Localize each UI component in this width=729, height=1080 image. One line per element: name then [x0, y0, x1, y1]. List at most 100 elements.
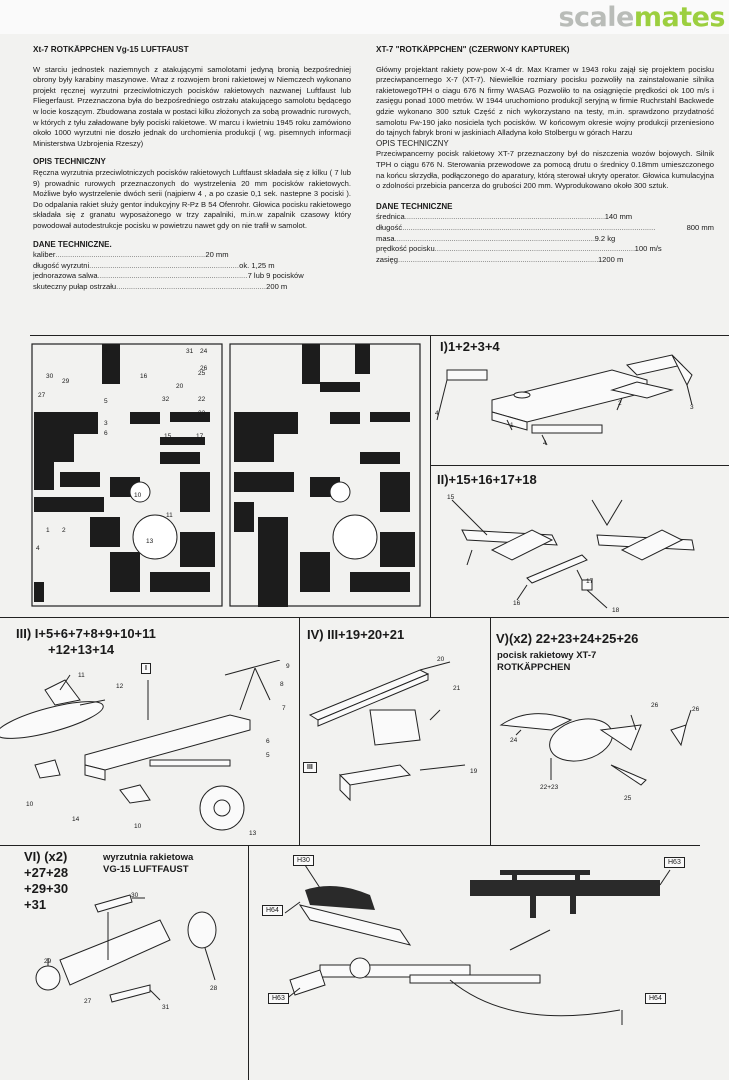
spec-dots: ........................................…: [97, 271, 248, 281]
sprue-part-label: 24: [200, 348, 208, 355]
part-label: 4: [543, 440, 547, 447]
spec-row: kaliber.................................…: [33, 250, 351, 261]
spec-dots: ........................................…: [89, 260, 239, 270]
left-dane-title: DANE TECHNICZNE.: [33, 239, 112, 249]
spec-key: kaliber: [33, 250, 56, 260]
spec-value: 9.2 kg: [594, 233, 616, 243]
spec-row: prędkość pocisku........................…: [376, 244, 714, 255]
divider: [248, 845, 249, 1080]
spec-key: długość wyrzutni: [33, 260, 90, 270]
top-band: [0, 0, 729, 34]
part-label: 3: [690, 404, 694, 411]
step-3-drawing: [0, 660, 281, 831]
reference-label: H64: [262, 905, 283, 916]
right-specs: średnica................................…: [376, 212, 714, 265]
divider: [0, 617, 729, 618]
step-5-title: V)(x2) 22+23+24+25+26: [496, 631, 639, 646]
sprue-part-label: 31: [186, 348, 194, 355]
spec-row: średnica................................…: [376, 212, 714, 223]
spec-row: masa....................................…: [376, 234, 714, 245]
part-label: 6: [266, 738, 270, 745]
step-4-drawing: [308, 661, 466, 802]
part-label: 17: [586, 578, 594, 585]
spec-value: 1200 m: [597, 254, 624, 264]
reference-label: H63: [664, 857, 685, 868]
part-label: 24: [510, 737, 518, 744]
spec-key: skuteczny pułap ostrzału: [33, 281, 117, 291]
right-dane-title: DANE TECHNICZNE: [376, 201, 453, 211]
sprue-part-label: 2: [62, 527, 66, 534]
right-intro: Główny projektant rakiety pow-pow X-4 dr…: [376, 64, 714, 138]
right-text-column: XT-7 "ROTKÄPPCHEN" (CZERWONY KAPTUREK) G…: [376, 45, 714, 265]
spec-value: ok. 1,25 m: [239, 260, 275, 270]
sprue-part-label: 4: [36, 545, 40, 552]
part-label: 4: [435, 410, 439, 417]
spec-dots: ........................................…: [394, 233, 595, 243]
sprue-part-label: 22: [198, 396, 206, 403]
step-1-title: I)1+2+3+4: [440, 339, 500, 354]
reference-label: H63: [268, 993, 289, 1004]
part-label: 10: [26, 801, 34, 808]
sprue-part-label: 26: [200, 365, 208, 372]
left-text-column: Xt-7 ROTKÄPPCHEN Vg-15 LUFTFAUST W starc…: [33, 45, 351, 292]
spec-value: 7 lub 9 pocisków: [247, 271, 304, 281]
step-6-title-4: +31: [24, 897, 47, 912]
step-5-subtitle-1: pocisk rakietowy XT-7: [497, 650, 597, 661]
sprue-part-label: 32: [162, 396, 170, 403]
divider: [430, 335, 431, 617]
spec-row: długość wyrzutni........................…: [33, 261, 351, 272]
sprue-part-label: 27: [38, 392, 46, 399]
part-label: 1: [510, 422, 514, 429]
right-title: XT-7 "ROTKÄPPCHEN" (CZERWONY KAPTUREK): [376, 45, 570, 54]
part-label: 26: [651, 702, 659, 709]
spec-key: masa: [376, 233, 395, 243]
step-4-title: IV) III+19+20+21: [307, 627, 405, 642]
spec-value: 100 m/s: [634, 244, 662, 254]
step-6-title-3: +29+30: [24, 881, 69, 896]
divider: [490, 617, 491, 845]
sprue-diagrams: [31, 343, 421, 607]
part-label: 12: [116, 683, 124, 690]
spec-dots: ........................................…: [434, 244, 635, 254]
spec-key: długość: [376, 222, 403, 232]
part-label: 14: [72, 816, 80, 823]
step-6-title-2: +27+28: [24, 865, 69, 880]
step-6-subtitle-2: VG-15 LUFTFAUST: [103, 864, 189, 875]
spec-key: prędkość pocisku: [376, 244, 435, 254]
spec-value: 140 mm: [604, 212, 633, 222]
step-3-title-line1: III) I+5+6+7+8+9+10+11: [16, 626, 156, 641]
sprue-part-label: 25: [198, 370, 206, 377]
divider: [30, 335, 729, 336]
spec-dots: ........................................…: [404, 212, 605, 222]
spec-key: zasięg: [376, 254, 398, 264]
part-label: 25: [624, 795, 632, 802]
spec-dots: ........................................…: [397, 254, 598, 264]
left-intro: W starciu jednostek naziemnych z atakują…: [33, 64, 351, 148]
spec-key: jednorazowa salwa: [33, 271, 98, 281]
part-label: 13: [249, 830, 257, 837]
divider: [430, 465, 729, 466]
sprue-part-label: 13: [146, 538, 154, 545]
part-label: 26: [692, 706, 700, 713]
divider: [299, 617, 300, 845]
part-label: 9: [286, 663, 290, 670]
step-6-drawing: [35, 894, 217, 1003]
sprue-part-label: 20: [176, 383, 184, 390]
sprue-part-label: 17: [196, 433, 204, 440]
part-label: 27: [84, 998, 92, 1005]
step-1-drawing: [436, 354, 693, 446]
left-title: Xt-7 ROTKÄPPCHEN Vg-15 LUFTFAUST: [33, 45, 189, 54]
part-label: 16: [513, 600, 521, 607]
part-ref-box: III: [303, 762, 317, 773]
sprue-part-label: 11: [166, 512, 173, 519]
spec-row: długość.................................…: [376, 223, 714, 234]
scalemates-logo[interactable]: scalemates: [558, 2, 725, 33]
sprue-part-label: 3: [104, 420, 108, 427]
step-5-subtitle-2: ROTKÄPPCHEN: [497, 662, 571, 673]
sprue-part-label: 1: [46, 527, 50, 534]
step-5-drawing: [499, 709, 692, 786]
sprue-part-label: 5: [104, 398, 108, 405]
right-opis-title: OPIS TECHNICZNY: [376, 138, 449, 148]
spec-dots: ........................................…: [116, 281, 266, 291]
reference-label: H64: [645, 993, 666, 1004]
